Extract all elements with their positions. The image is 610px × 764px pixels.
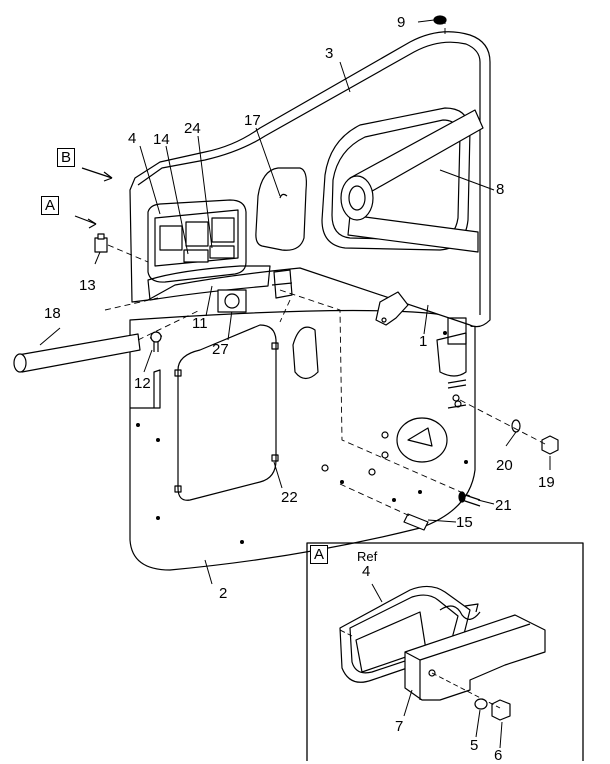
callout-15: 15: [456, 514, 473, 531]
detail-callout-4: 4: [362, 563, 371, 580]
connector: [94, 237, 108, 253]
window-switch: [183, 249, 209, 263]
upper-trim-panel: [129, 31, 491, 328]
callout-24: 24: [184, 120, 201, 137]
washer-20: [511, 419, 521, 433]
callout-27: 27: [212, 341, 229, 358]
detail-callout-7: 7: [395, 718, 404, 735]
detail-a-frame: [306, 542, 584, 761]
panel-clips: [174, 342, 462, 493]
callout-8: 8: [496, 181, 505, 198]
grab-tube: [17, 333, 141, 373]
callout-21: 21: [495, 497, 512, 514]
callout-4: 4: [128, 130, 137, 147]
callout-1: 1: [419, 333, 428, 350]
detail-ref-label: Ref: [357, 549, 378, 564]
callout-9: 9: [397, 14, 406, 31]
switch-bezel: [147, 199, 247, 283]
access-window: [177, 324, 277, 501]
round-opening: [396, 417, 448, 463]
detail-washer: [474, 698, 488, 710]
callout-19: 19: [538, 474, 555, 491]
callout-22: 22: [281, 489, 298, 506]
lower-right-opening: [436, 332, 467, 377]
armrest-pocket: [147, 265, 271, 301]
clip-9: [433, 15, 447, 25]
callout-2: 2: [219, 585, 228, 602]
view-label-b: B: [57, 148, 76, 167]
nut-19: [541, 435, 559, 455]
detail-a-title: A: [310, 545, 329, 564]
detail-callout-5: 5: [470, 737, 479, 754]
detail-callout-6: 6: [494, 747, 503, 764]
speaker-grille: [217, 289, 247, 313]
screw-15: [403, 513, 429, 531]
panel-bracket: [271, 269, 293, 299]
callout-13: 13: [79, 277, 96, 294]
detail-bezel: [339, 585, 471, 683]
callout-18: 18: [44, 305, 61, 322]
detail-bracket: [404, 614, 546, 701]
view-label-a: A: [41, 196, 60, 215]
detail-nut: [491, 699, 511, 721]
callout-17: 17: [244, 112, 261, 129]
callout-14: 14: [153, 131, 170, 148]
callout-11: 11: [192, 315, 208, 332]
speaker-opening: [292, 326, 319, 380]
callout-20: 20: [496, 457, 513, 474]
pull-cup: [255, 167, 307, 251]
callout-12: 12: [134, 375, 151, 392]
callout-3: 3: [325, 45, 334, 62]
grab-handle-recess: [321, 107, 471, 251]
